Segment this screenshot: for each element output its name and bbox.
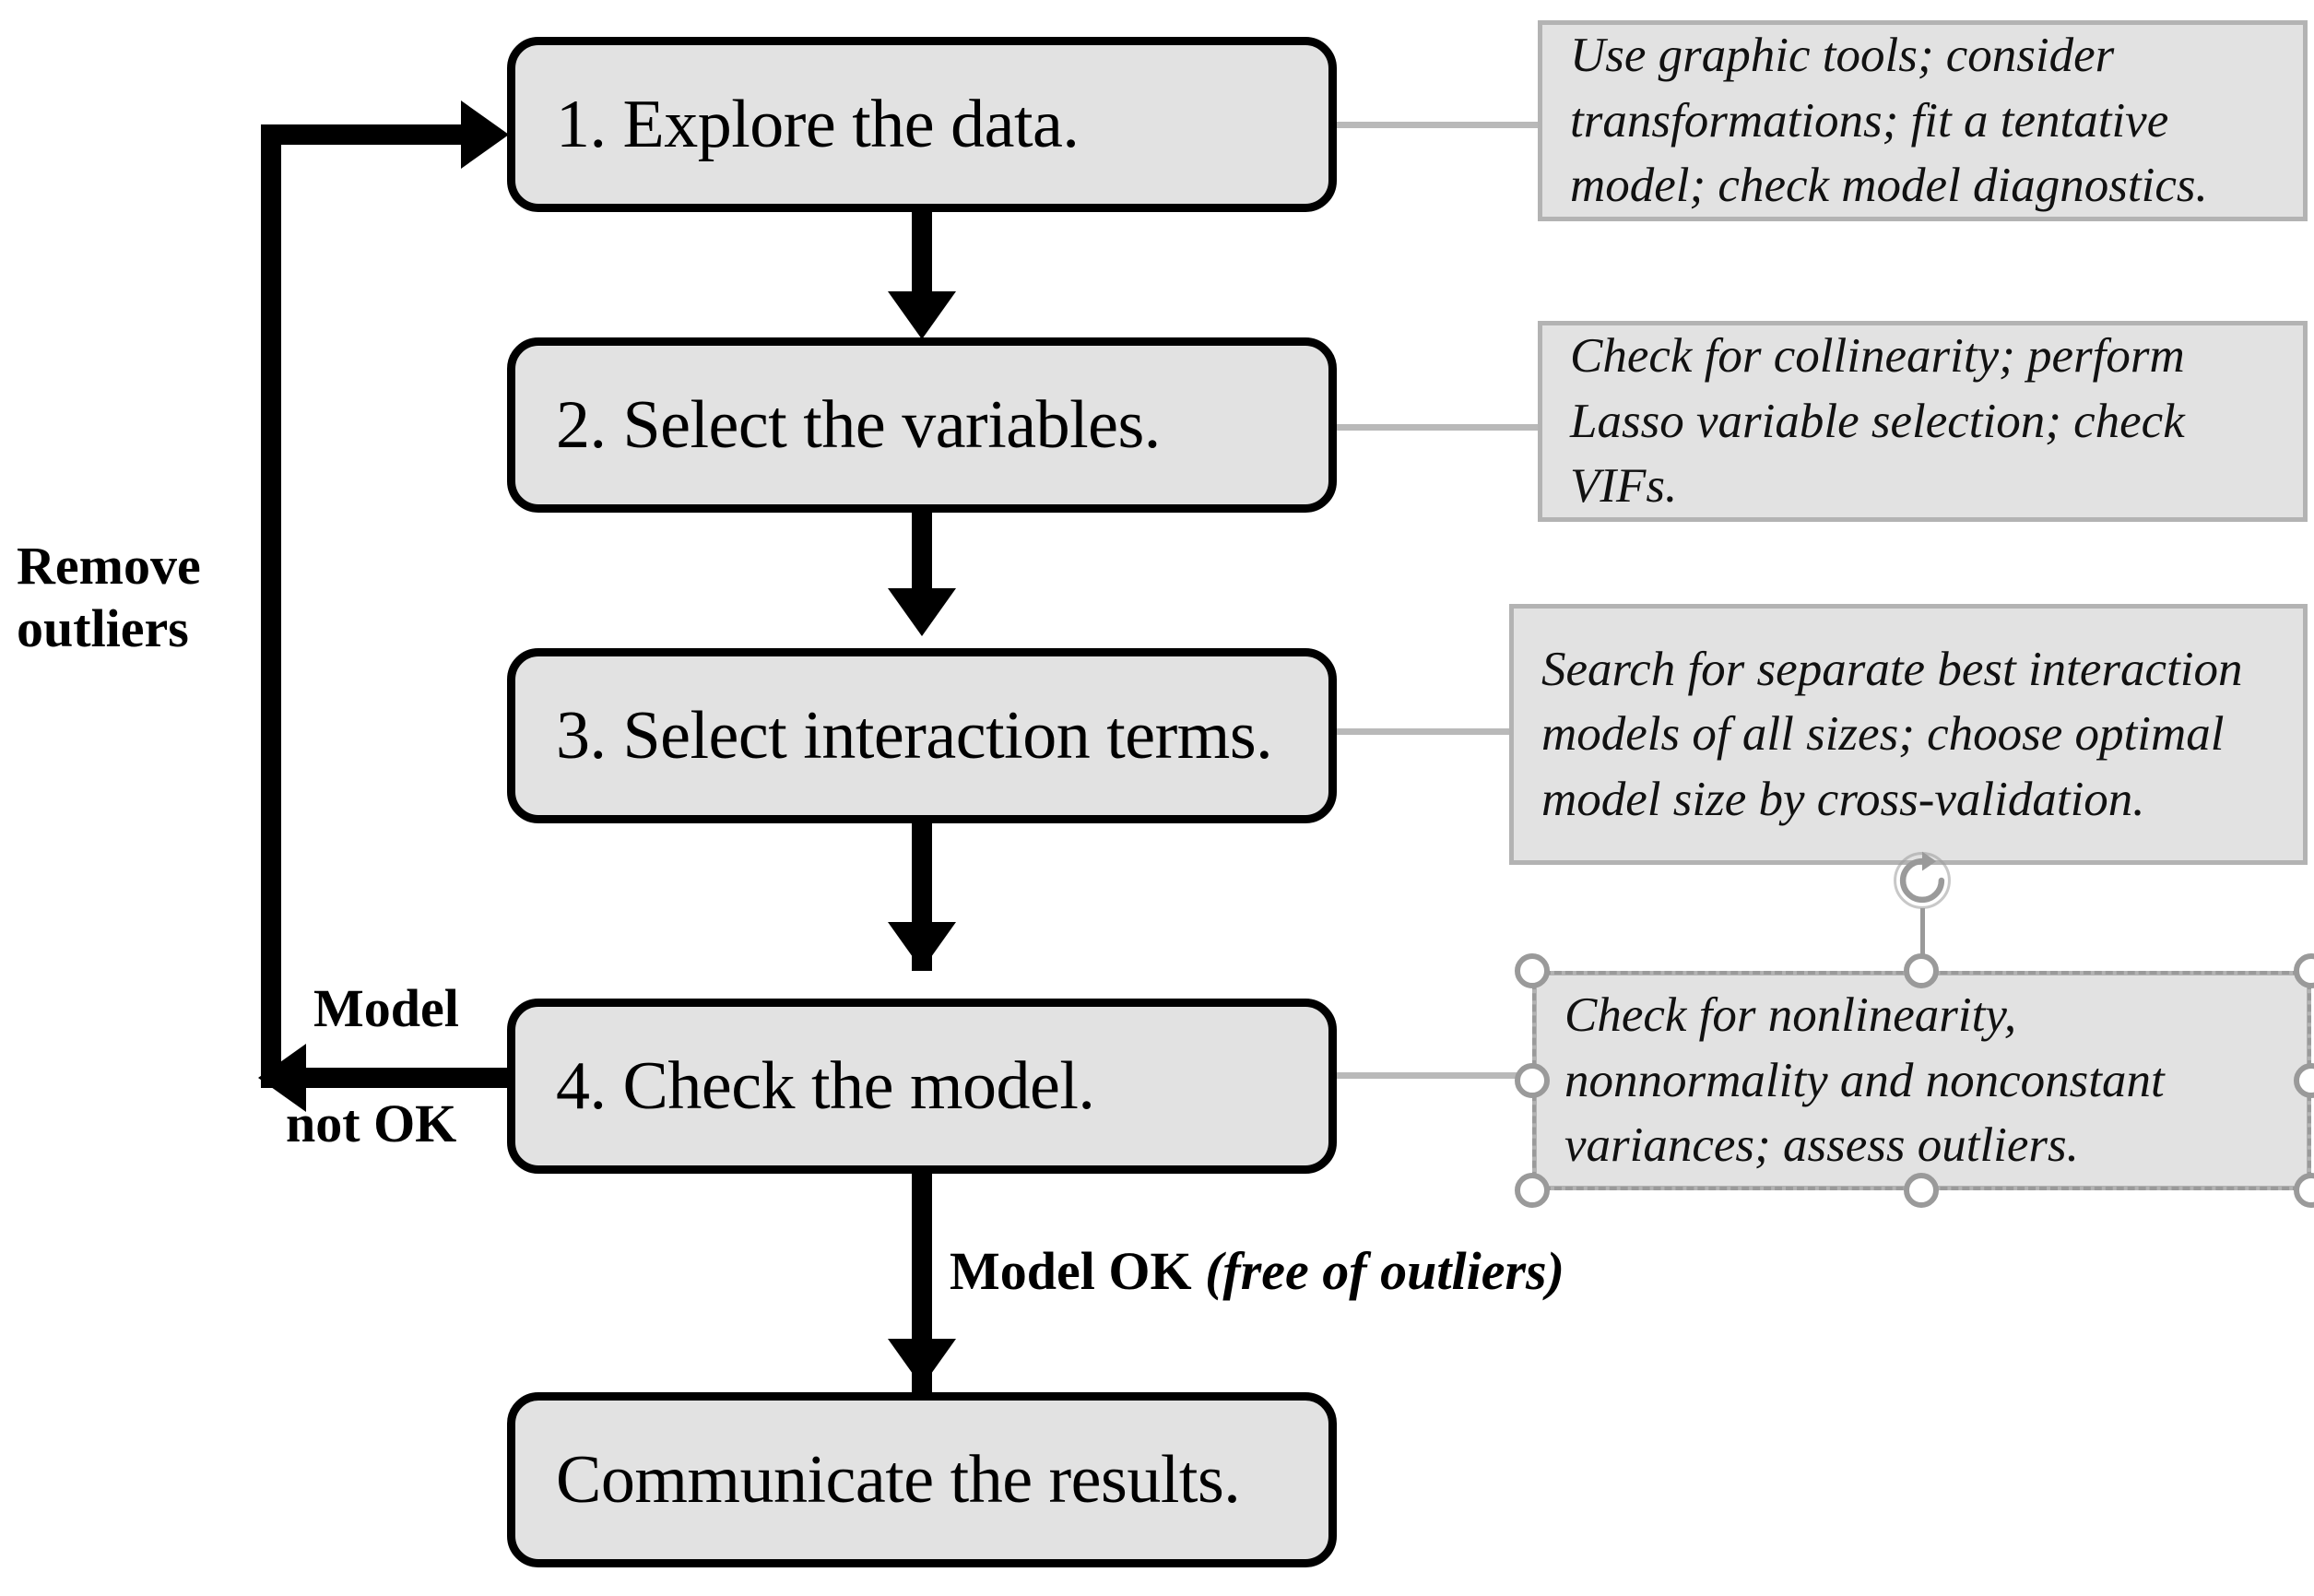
step-label: 4. Check the model.	[556, 1048, 1095, 1124]
feedback-loop-vertical-line	[261, 124, 281, 1088]
resize-handle-bottom-center[interactable]	[1904, 1173, 1939, 1208]
feedback-loop-bottom-horizontal	[304, 1068, 516, 1088]
arrowhead-step4-step5	[888, 1339, 956, 1387]
step-box-check-the-model[interactable]: 4. Check the model.	[507, 999, 1337, 1174]
step-label: Communicate the results.	[556, 1442, 1241, 1518]
resize-handle-bottom-left[interactable]	[1515, 1173, 1550, 1208]
step-box-explore-the-data[interactable]: 1. Explore the data.	[507, 37, 1337, 212]
edge-label-remove-outliers: Remove outliers	[17, 535, 201, 661]
feedback-loop-top-horizontal	[261, 124, 473, 145]
edge-label-model-ok: Model OK (free of outliers)	[950, 1240, 1564, 1303]
resize-handle-top-right[interactable]	[2294, 953, 2314, 988]
connector-step2-step3	[912, 507, 932, 599]
note-text: Check for nonlinearity, nonnormality and…	[1564, 988, 2165, 1173]
note-box-explore-the-data[interactable]: Use graphic tools; consider transformati…	[1538, 20, 2308, 221]
resize-handle-bottom-right[interactable]	[2294, 1173, 2314, 1208]
feedback-loop-arrowhead-left	[258, 1044, 306, 1112]
edge-label-model-not-ok-line2: not OK	[286, 1094, 457, 1153]
leader-line-step4-note4	[1337, 1072, 1540, 1079]
rotate-handle-stem	[1920, 908, 1925, 973]
note-box-select-the-variables[interactable]: Check for collinearity; perform Lasso va…	[1538, 321, 2308, 522]
step-box-select-the-variables[interactable]: 2. Select the variables.	[507, 337, 1337, 513]
leader-line-step2-note2	[1337, 424, 1540, 431]
note-text: Use graphic tools; consider transformati…	[1570, 29, 2208, 213]
step-label: 3. Select interaction terms.	[556, 698, 1273, 774]
resize-handle-top-center[interactable]	[1904, 953, 1939, 988]
edge-label-remove-outliers-line1: Remove	[17, 536, 201, 596]
leader-line-step1-note1	[1337, 122, 1540, 128]
step-box-communicate-the-results[interactable]: Communicate the results.	[507, 1392, 1337, 1567]
edge-label-model-ok-bold: Model OK	[950, 1241, 1192, 1301]
note-box-check-the-model[interactable]: Check for nonlinearity, nonnormality and…	[1532, 971, 2311, 1190]
step-label: 2. Select the variables.	[556, 387, 1161, 463]
arrowhead-step2-step3	[888, 588, 956, 636]
note-box-select-interaction-terms[interactable]: Search for separate best interaction mod…	[1509, 604, 2308, 865]
step-box-select-interaction-terms[interactable]: 3. Select interaction terms.	[507, 648, 1337, 823]
step-label: 1. Explore the data.	[556, 87, 1080, 162]
resize-handle-middle-right[interactable]	[2294, 1063, 2314, 1098]
resize-handle-middle-left[interactable]	[1515, 1063, 1550, 1098]
arrowhead-step1-step2	[888, 291, 956, 339]
note-text: Check for collinearity; perform Lasso va…	[1570, 329, 2185, 514]
arrowhead-step3-step4	[888, 922, 956, 970]
edge-label-model-not-ok-line1: Model	[313, 978, 459, 1038]
edge-label-remove-outliers-line2: outliers	[17, 598, 189, 659]
resize-handle-top-left[interactable]	[1515, 953, 1550, 988]
leader-line-step3-note3	[1337, 728, 1540, 735]
note-text: Search for separate best interaction mod…	[1541, 642, 2243, 826]
feedback-loop-arrowhead-into-step-1	[461, 100, 509, 169]
connector-step1-step2	[912, 210, 932, 302]
rotate-icon[interactable]	[1887, 845, 1957, 916]
edge-label-model-ok-italic: (free of outliers)	[1205, 1241, 1564, 1301]
